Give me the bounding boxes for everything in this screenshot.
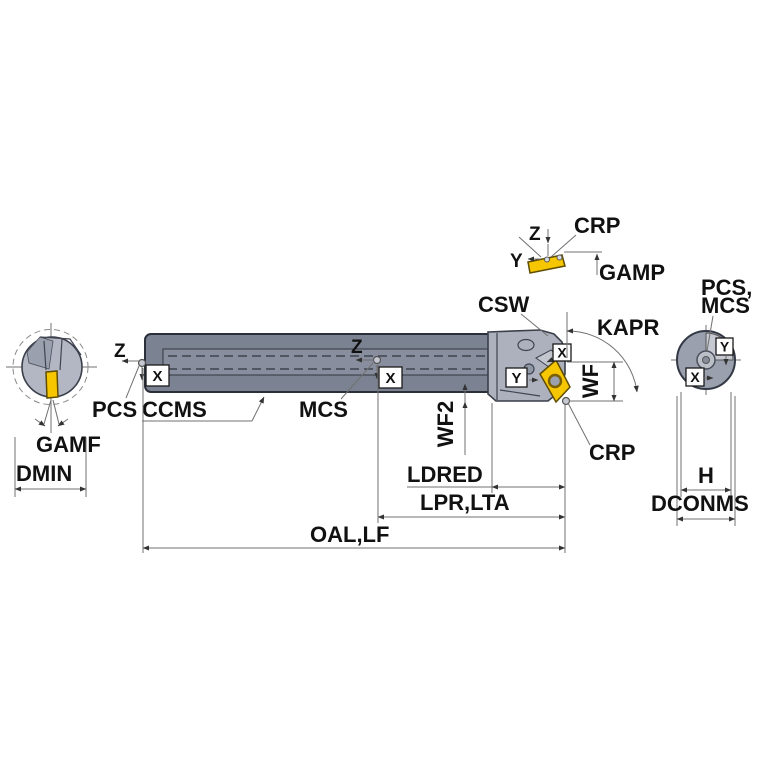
front-head-shading: [26, 336, 54, 370]
head-lower-edge: [499, 389, 541, 397]
top-insert-corner-point-1: [544, 256, 550, 263]
ccms-label: CCMS: [142, 397, 207, 422]
z-mid-axis-label: Z: [351, 337, 363, 358]
h-label: H: [698, 463, 714, 488]
shank-flat: [162, 348, 491, 376]
z-top-axis-label: Z: [529, 224, 541, 245]
gamf-label: GAMF: [36, 432, 101, 457]
x-end-axis-box: [685, 367, 705, 387]
pcs-mcs-label-line2: MCS: [701, 293, 750, 318]
head-screw-top: [517, 338, 535, 352]
gamf-angle-line-left: [43, 399, 52, 425]
top-insert: [527, 254, 566, 274]
gamf-arrow-left: [34, 418, 46, 427]
mcs-origin-point: [372, 355, 382, 365]
pcs-mcs-leader: [706, 315, 714, 352]
dmin-label: DMIN: [16, 461, 72, 486]
oal-lf-label: OAL,LF: [310, 522, 389, 547]
ldred-label: LDRED: [407, 462, 483, 487]
mcs-label: MCS: [299, 397, 348, 422]
top-insert-corner-point-2: [556, 254, 563, 261]
pcs-label: PCS: [92, 397, 137, 422]
x-left-axis-label: X: [152, 368, 162, 385]
lpr-lta-label: LPR,LTA: [420, 490, 510, 515]
crp-top-leader-2: [518, 236, 542, 258]
insert-hole: [547, 373, 563, 389]
front-detail-line-1: [43, 340, 47, 371]
wf-label: WF: [578, 364, 603, 398]
y-end-axis-box: [715, 337, 734, 356]
dconms-label: DCONMS: [651, 491, 749, 516]
insert-top-view: Z Y CRP GAMP: [510, 213, 665, 285]
front-insert: [45, 370, 59, 399]
kapr-arc: [566, 328, 639, 393]
wf2-label: WF2: [433, 401, 458, 447]
crp-top-leader-1: [550, 234, 577, 258]
gamf-angle-line-right: [52, 399, 60, 425]
x-head-axis-label: X: [557, 345, 567, 361]
z-left-axis-label: Z: [114, 341, 126, 362]
y-head-axis-label: Y: [511, 370, 521, 387]
pcs-leader: [125, 365, 140, 399]
end-center-dot: [702, 356, 710, 364]
pcs-mcs-label-line1: PCS,: [701, 275, 752, 300]
x-left-axis-box: [145, 364, 170, 387]
x-end-axis-label: X: [690, 369, 700, 385]
y-top-axis-label: Y: [510, 251, 523, 272]
x-mid-axis-label: X: [385, 370, 395, 387]
end-view: Y X PCS, MCS H DCONMS: [651, 275, 752, 526]
gamf-arrow-right: [57, 418, 69, 427]
crp-bottom-label: CRP: [589, 440, 635, 465]
ccms-leader: [251, 396, 265, 422]
side-view: Z X Z X X Y PCS CCMS MCS CSW KAPR: [92, 292, 659, 553]
y-end-axis-label: Y: [720, 339, 730, 355]
crp-bottom-leader: [567, 402, 591, 446]
pcs-origin-point: [137, 358, 147, 368]
dmin-dashed-circle: [12, 329, 89, 405]
mcs-leader: [340, 362, 374, 400]
gamp-label: GAMP: [599, 260, 665, 285]
crp-top-label: CRP: [574, 213, 620, 238]
csw-label: CSW: [478, 292, 530, 317]
x-mid-axis-box: [378, 366, 403, 389]
front-view: GAMF DMIN: [6, 323, 101, 497]
csw-leader: [520, 313, 549, 337]
kapr-label: KAPR: [597, 315, 659, 340]
y-head-axis-box: [505, 367, 528, 388]
front-detail-line-2: [59, 338, 63, 371]
front-head-edge: [39, 336, 82, 356]
